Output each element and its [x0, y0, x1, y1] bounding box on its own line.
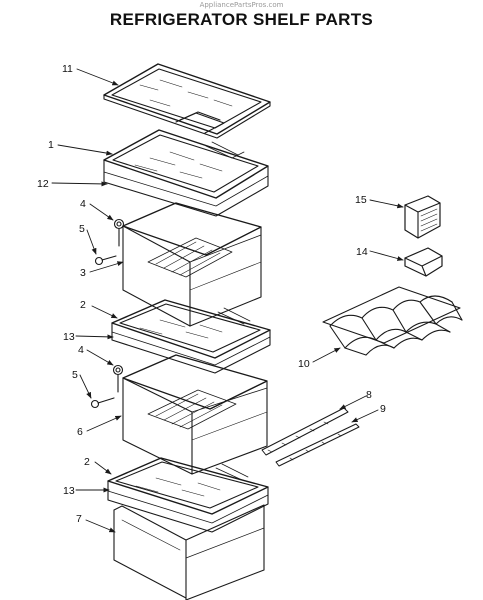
callout-4-lower: 4: [78, 344, 84, 356]
part-6-crisper-drawer: [122, 354, 268, 475]
part-5-screw-lower: [90, 397, 115, 409]
watermark: AppliancePartsPros.com: [199, 1, 284, 9]
callout-7: 7: [76, 513, 82, 525]
callout-8: 8: [366, 389, 372, 401]
callout-11: 11: [62, 63, 73, 75]
part-14-bin: [404, 247, 443, 277]
callout-6: 6: [77, 426, 83, 438]
callout-4-upper: 4: [80, 198, 86, 210]
callout-5-lower: 5: [72, 369, 78, 381]
callout-1: 1: [48, 139, 54, 151]
leader-arrows: [51, 68, 404, 533]
part-2-shelf-lower: [107, 457, 269, 533]
callout-10: 10: [298, 358, 310, 370]
callout-labels: 11 1 12 4 5 3 2 13 4 5 6 2 13 7 15 14 10…: [37, 63, 386, 525]
diagram-title: REFRIGERATOR SHELF PARTS: [109, 10, 374, 29]
callout-14: 14: [356, 246, 368, 258]
part-4-cap-upper: [113, 218, 125, 247]
part-8-rail: [261, 407, 349, 456]
part-4-cap-lower: [112, 364, 124, 393]
callout-2-middle: 2: [80, 299, 86, 311]
callout-9: 9: [380, 403, 386, 415]
callout-5-upper: 5: [79, 223, 85, 235]
callout-2-lower: 2: [84, 456, 90, 468]
part-10-wine-rack: [322, 286, 463, 356]
part-11-top-shelf: [103, 63, 271, 139]
part-15-cover: [404, 195, 441, 239]
part-2-shelf-middle: [111, 299, 271, 374]
callout-3: 3: [80, 267, 86, 279]
part-3-crisper-drawer: [122, 202, 262, 327]
callout-15: 15: [355, 194, 367, 206]
callout-13-middle: 13: [63, 331, 75, 343]
part-7-bottom-drawer: [113, 504, 265, 600]
callout-12: 12: [37, 178, 49, 190]
callout-13-lower: 13: [63, 485, 75, 497]
part-5-screw-upper: [94, 255, 117, 266]
part-9-rail: [275, 423, 360, 467]
part-1-shelf: [103, 129, 269, 217]
